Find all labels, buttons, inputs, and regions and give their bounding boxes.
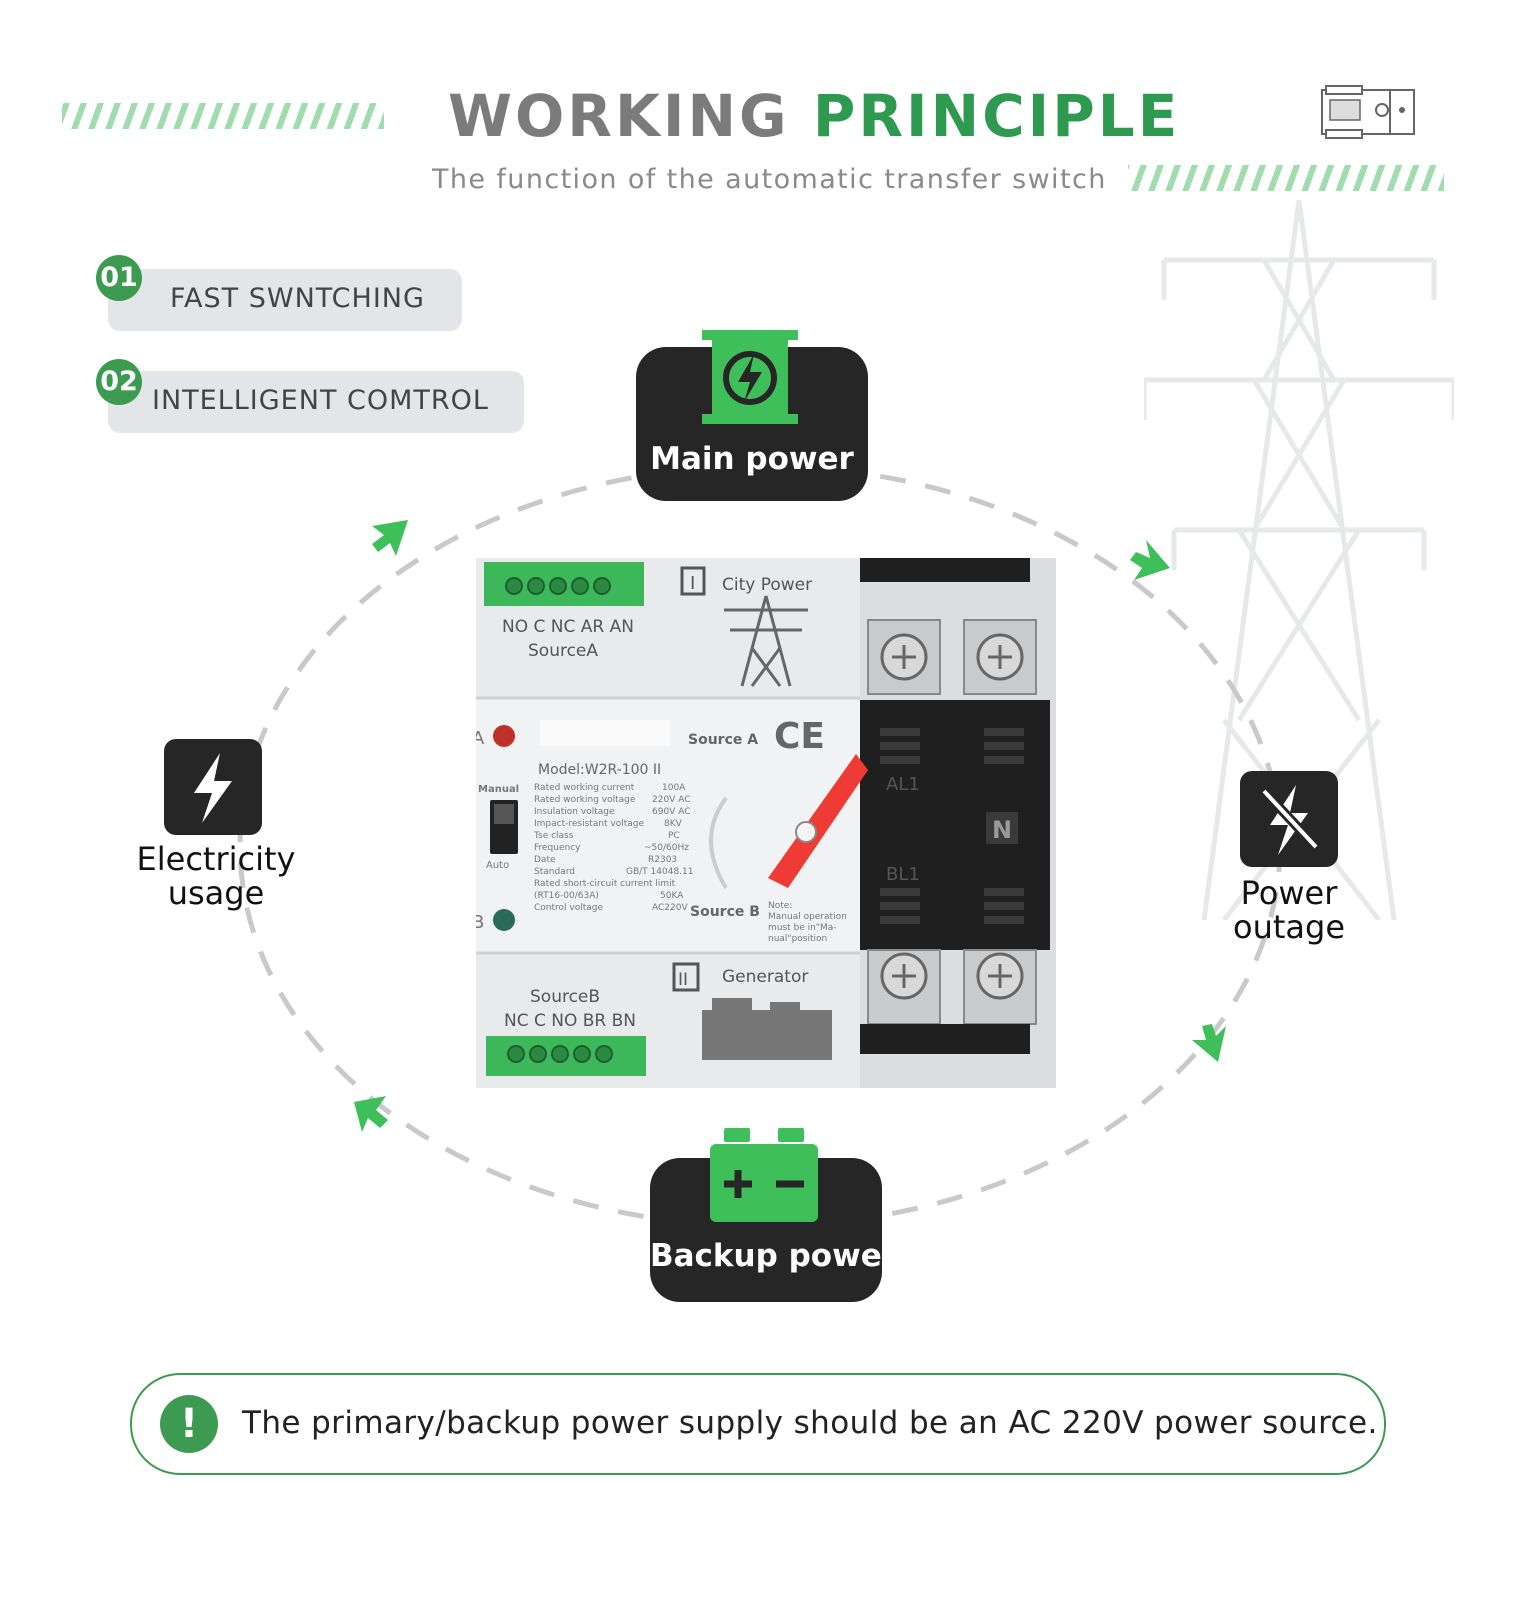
backup-power-node: Backup power — [650, 1158, 898, 1302]
indicator-a-led — [493, 725, 515, 747]
svg-text:GB/T 14048.11: GB/T 14048.11 — [626, 867, 693, 877]
exclamation-icon: ! — [160, 1395, 218, 1453]
page-subtitle: The function of the automatic transfer s… — [432, 164, 1107, 195]
svg-text:100A: 100A — [662, 783, 686, 793]
decor-stripes-left — [62, 103, 384, 129]
lightning-bolt-icon — [194, 753, 232, 823]
rotate-arc — [709, 796, 728, 890]
indicator-a-letter: A — [476, 728, 485, 749]
source-b-panel-label: Source B — [690, 904, 760, 920]
city-power-tower-icon — [724, 595, 808, 687]
feature-label: INTELLIGENT COMTROL — [152, 385, 489, 416]
switch-handle — [768, 754, 868, 888]
battery-icon — [710, 1128, 818, 1222]
model-label: Model:W2R-100 II — [538, 762, 661, 778]
bottom-terminal-labels: NC C NO BR BN — [504, 1011, 636, 1031]
source-a-panel-label: Source A — [688, 732, 758, 748]
svg-text:Tse class: Tse class — [533, 831, 574, 841]
feature-pill-1: FAST SWNTCHING — [108, 269, 462, 331]
roman-numeral-1: I — [690, 573, 695, 594]
svg-text:Standard: Standard — [534, 867, 575, 877]
svg-text:(RT16-00/63A): (RT16-00/63A) — [534, 891, 599, 901]
svg-text:nual"position: nual"position — [768, 934, 827, 944]
switch-device-icon — [1321, 85, 1415, 139]
main-power-label: Main power — [650, 441, 854, 477]
feature-label: FAST SWNTCHING — [170, 283, 425, 314]
manual-label: Manual — [478, 784, 519, 795]
svg-text:~50/60Hz: ~50/60Hz — [644, 843, 689, 853]
feature-pill-2: INTELLIGENT COMTROL — [108, 371, 524, 433]
label-line: Power — [1240, 874, 1338, 912]
svg-text:220V AC: 220V AC — [652, 795, 690, 805]
label-line: outage — [1232, 908, 1345, 946]
power-outage-icon-box — [1240, 771, 1338, 867]
backup-power-label: Backup power — [650, 1238, 898, 1274]
svg-text:R2303: R2303 — [648, 855, 677, 865]
lightning-plug-icon — [702, 330, 798, 424]
power-outage-label: Power outage — [1206, 876, 1372, 944]
svg-text:690V AC: 690V AC — [652, 807, 690, 817]
feature-number-badge: 01 — [96, 255, 142, 301]
pole-al1-label: AL1 — [886, 774, 920, 795]
label-line: usage — [167, 874, 265, 912]
cycle-arrow — [354, 520, 1226, 1132]
roman-numeral-2: II — [678, 970, 688, 990]
ce-mark: CE — [774, 716, 825, 757]
source-b-bottom-label: SourceB — [530, 987, 600, 1007]
notice-text: The primary/backup power supply should b… — [242, 1405, 1378, 1441]
title-part-1: WORKING — [448, 82, 790, 150]
pole-bl1-label: BL1 — [886, 864, 920, 885]
svg-text:Date: Date — [534, 855, 556, 865]
svg-text:Insulation voltage: Insulation voltage — [534, 807, 615, 817]
decor-stripes-right — [1128, 165, 1444, 191]
source-a-top-label: SourceA — [528, 641, 598, 661]
svg-text:8KV: 8KV — [664, 819, 683, 829]
svg-text:AC220V: AC220V — [652, 903, 688, 913]
transfer-switch-device: NO C NC AR AN SourceA I City Power A B S… — [476, 558, 1056, 1088]
power-off-lightning-icon — [1260, 785, 1320, 855]
notice-banner: ! The primary/backup power supply should… — [130, 1373, 1386, 1475]
operation-note: Note: Manual operation must be in"Ma- nu… — [768, 901, 847, 944]
auto-label: Auto — [486, 860, 509, 871]
svg-text:Control voltage: Control voltage — [534, 903, 603, 913]
feature-number-badge: 02 — [96, 359, 142, 405]
svg-text:PC: PC — [668, 831, 680, 841]
indicator-b-letter: B — [476, 912, 484, 933]
svg-text:Rated working voltage: Rated working voltage — [534, 795, 636, 805]
svg-text:Frequency: Frequency — [534, 843, 581, 853]
top-terminal-labels: NO C NC AR AN — [502, 617, 634, 637]
svg-text:Rated short-circuit current li: Rated short-circuit current limit — [534, 879, 676, 889]
electricity-usage-icon-box — [164, 739, 262, 835]
label-line: Electricity — [136, 840, 296, 878]
svg-text:must be in"Ma-: must be in"Ma- — [768, 923, 837, 933]
page-title: WORKING PRINCIPLE — [448, 82, 1180, 150]
svg-text:Manual operation: Manual operation — [768, 912, 847, 922]
svg-text:Rated working current: Rated working current — [534, 783, 635, 793]
spec-table: Rated working current 100A Rated working … — [533, 783, 693, 913]
electricity-usage-label: Electricity usage — [128, 842, 304, 910]
city-power-label: City Power — [722, 575, 812, 595]
svg-text:Impact-resistant voltage: Impact-resistant voltage — [534, 819, 645, 829]
screw-terminals-bottom — [860, 949, 1037, 1054]
title-part-2: PRINCIPLE — [812, 82, 1181, 150]
indicator-b-led — [493, 909, 515, 931]
brand-logo-area — [540, 720, 670, 746]
pole-n-label: N — [992, 816, 1012, 844]
generator-label: Generator — [722, 967, 808, 987]
svg-text:Note:: Note: — [768, 901, 792, 911]
generator-icon — [702, 998, 832, 1060]
svg-text:50KA: 50KA — [660, 891, 684, 901]
screw-terminals-top — [867, 619, 1037, 695]
